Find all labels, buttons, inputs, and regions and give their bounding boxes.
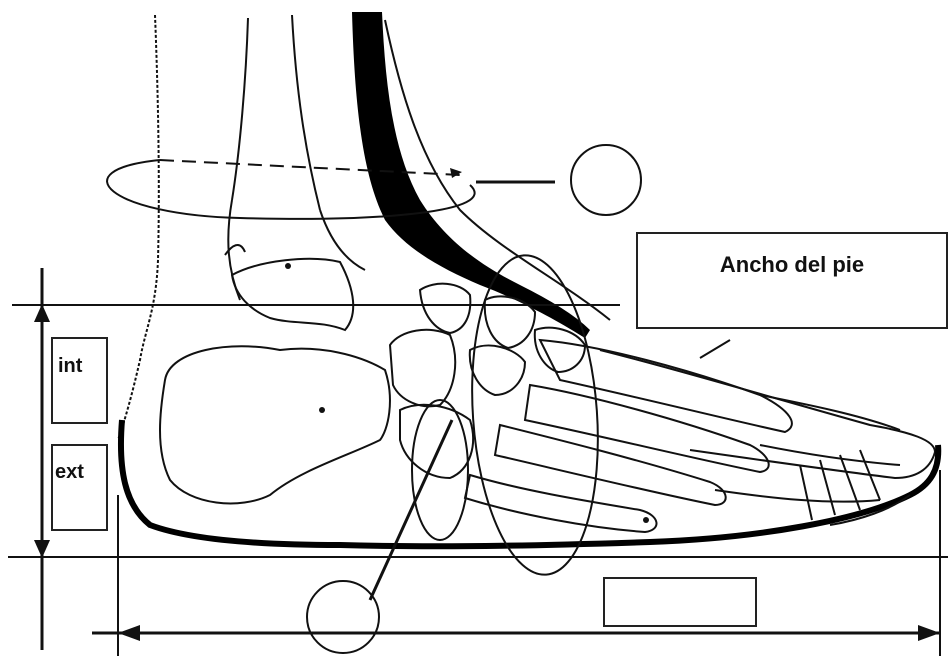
internal-box bbox=[52, 338, 107, 423]
sole-outline bbox=[121, 420, 938, 546]
navicular-bone bbox=[390, 330, 455, 407]
bottom-callout-circle bbox=[307, 581, 379, 653]
metatarsal-3 bbox=[495, 425, 726, 505]
side-boxes: int ext bbox=[52, 338, 107, 530]
height-dimension bbox=[34, 268, 50, 650]
external-label: ext bbox=[55, 461, 84, 483]
external-box bbox=[52, 445, 107, 530]
cuboid-bone bbox=[400, 405, 473, 478]
internal-label: int bbox=[58, 355, 83, 377]
talus-bone bbox=[232, 259, 353, 330]
reference-lines bbox=[8, 305, 948, 557]
calcaneus-bone bbox=[160, 346, 390, 503]
arch-ellipses bbox=[412, 251, 608, 579]
metatarsal-2 bbox=[525, 385, 769, 472]
length-dimension bbox=[92, 470, 940, 656]
blank-value-box bbox=[604, 578, 756, 626]
metatarsal-5 bbox=[465, 475, 656, 532]
foot-width-box: Ancho del pie bbox=[637, 233, 947, 358]
leg-outline bbox=[118, 15, 320, 440]
foot-width-label: Ancho del pie bbox=[720, 252, 864, 277]
top-callout-circle bbox=[571, 145, 641, 215]
